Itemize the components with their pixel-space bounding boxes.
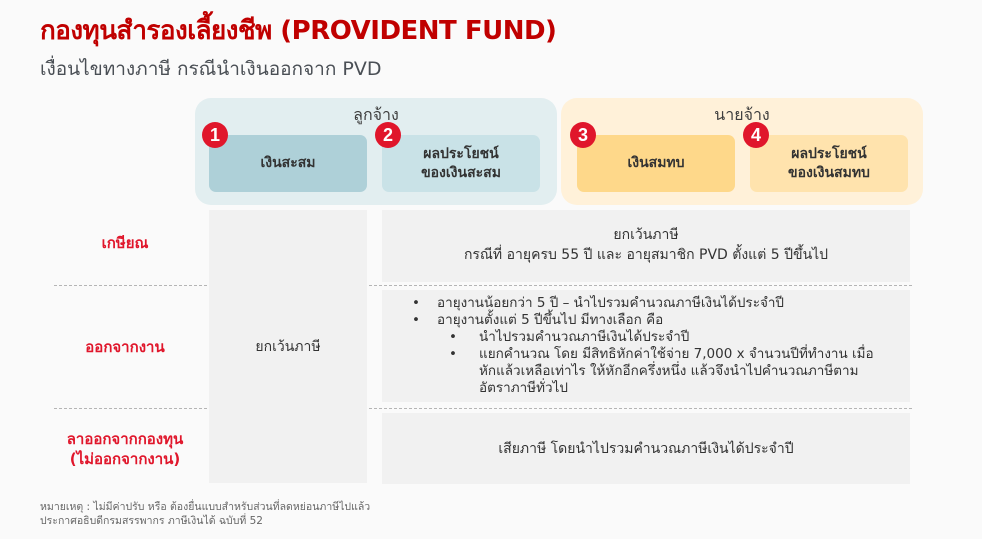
number-badge-4: 4 xyxy=(743,122,769,148)
bullet-item: อายุงานน้อยกว่า 5 ปี – นำไปรวมคำนวณภาษีเ… xyxy=(412,295,889,312)
number-badge-1: 1 xyxy=(202,122,228,148)
bullet-text: อายุงานตั้งแต่ 5 ปีขึ้นไป มีทางเลือก คือ xyxy=(437,312,664,328)
footnote-line2: ประกาศอธิบดีกรมสรรพากร ภาษีเงินได้ ฉบับท… xyxy=(40,515,263,527)
card-employer-contribution-benefit: ผลประโยชน์ ของเงินสมทบ xyxy=(750,135,908,192)
row-label-resign: ออกจากงาน xyxy=(85,338,165,356)
footnote: หมายเหตุ : ไม่มีค่าปรับ หรือ ต้องยื่นแบบ… xyxy=(40,500,370,528)
employer-group-label: นายจ้าง xyxy=(714,105,770,124)
cell-text: เสียภาษี โดยนำไปรวมคำนวณภาษีเงินได้ประจำ… xyxy=(498,440,794,457)
sub-bullet-list: นำไปรวมคำนวณภาษีเงินได้ประจำปี แยกคำนวณ … xyxy=(437,329,889,397)
card-label-line2: ของเงินสะสม xyxy=(421,164,501,181)
employee-contribution-column: ยกเว้นภาษี xyxy=(209,210,367,483)
card-employee-contribution: เงินสะสม xyxy=(209,135,367,192)
bullet-item: อายุงานตั้งแต่ 5 ปีขึ้นไป มีทางเลือก คือ… xyxy=(412,312,889,397)
employer-group: นายจ้าง เงินสมทบ ผลประโยชน์ ของเงินสมทบ … xyxy=(561,98,923,205)
row-label-retirement: เกษียณ xyxy=(101,234,149,252)
tax-exempt-text: ยกเว้นภาษี xyxy=(255,338,321,355)
number-badge-2: 2 xyxy=(375,122,401,148)
page-subtitle: เงื่อนไขทางภาษี กรณีนำเงินออกจาก PVD xyxy=(40,58,382,80)
cell-line1: ยกเว้นภาษี xyxy=(613,227,679,244)
row-divider xyxy=(54,408,207,409)
row-label-line2: (ไม่ออกจากงาน) xyxy=(69,449,181,468)
row-label-leave-fund: ลาออกจากกองทุน (ไม่ออกจากงาน) xyxy=(50,430,200,469)
card-label-line2: ของเงินสมทบ xyxy=(788,164,870,181)
cell-retirement: ยกเว้นภาษี กรณีที่ อายุครบ 55 ปี และ อาย… xyxy=(382,210,910,282)
row-divider xyxy=(54,285,207,286)
card-employee-contribution-benefit: ผลประโยชน์ ของเงินสะสม xyxy=(382,135,540,192)
row-label-line1: ลาออกจากกองทุน xyxy=(66,430,184,448)
bullet-list: อายุงานน้อยกว่า 5 ปี – นำไปรวมคำนวณภาษีเ… xyxy=(412,295,889,397)
number-badge-3: 3 xyxy=(570,122,596,148)
cell-leave-fund: เสียภาษี โดยนำไปรวมคำนวณภาษีเงินได้ประจำ… xyxy=(382,413,910,484)
cell-resign: อายุงานน้อยกว่า 5 ปี – นำไปรวมคำนวณภาษีเ… xyxy=(382,290,910,402)
card-employer-contribution: เงินสมทบ xyxy=(577,135,735,192)
card-label: เงินสะสม xyxy=(260,155,316,172)
row-divider xyxy=(369,408,912,409)
employee-group-label: ลูกจ้าง xyxy=(353,105,399,124)
employee-group: ลูกจ้าง เงินสะสม ผลประโยชน์ ของเงินสะสม … xyxy=(195,98,557,205)
card-label-line1: ผลประโยชน์ xyxy=(791,146,867,163)
row-divider xyxy=(369,285,912,286)
cell-line2: กรณีที่ อายุครบ 55 ปี และ อายุสมาชิก PVD… xyxy=(463,247,829,263)
card-label: เงินสมทบ xyxy=(627,155,685,172)
footnote-line1: หมายเหตุ : ไม่มีค่าปรับ หรือ ต้องยื่นแบบ… xyxy=(40,501,371,513)
page-title: กองทุนสำรองเลี้ยงชีพ (PROVIDENT FUND) xyxy=(40,16,557,46)
sub-bullet-item: นำไปรวมคำนวณภาษีเงินได้ประจำปี xyxy=(449,329,889,346)
sub-bullet-item: แยกคำนวณ โดย มีสิทธิหักค่าใช้จ่าย 7,000 … xyxy=(449,346,889,397)
card-label-line1: ผลประโยชน์ xyxy=(423,146,499,163)
